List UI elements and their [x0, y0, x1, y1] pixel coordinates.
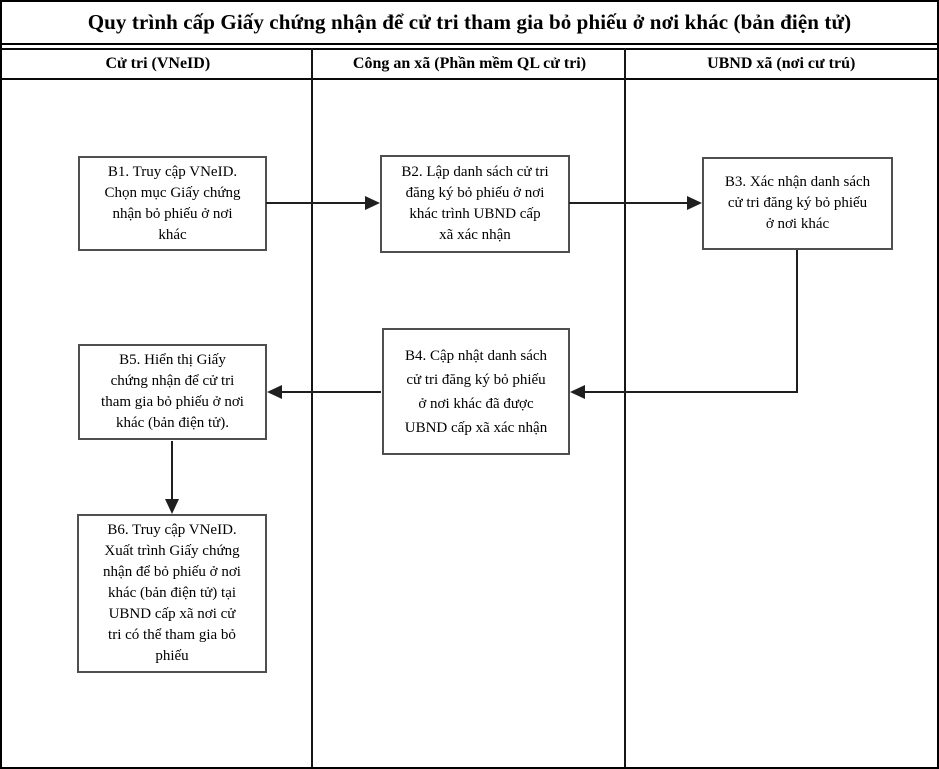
diagram-title: Quy trình cấp Giấy chứng nhận để cử tri … — [2, 2, 937, 45]
lane-divider-1 — [311, 48, 313, 767]
process-box-b5: B5. Hiển thị Giấy chứng nhận để cử tri t… — [78, 344, 267, 440]
lane-divider-2 — [624, 48, 626, 767]
process-box-b2: B2. Lập danh sách cử tri đăng ký bỏ phiế… — [380, 155, 570, 253]
lane-header-row: Cử tri (VNeID) Công an xã (Phần mềm QL c… — [2, 48, 937, 80]
lane-header-cong-an-xa: Công an xã (Phần mềm QL cử tri) — [352, 55, 587, 72]
lane-header-cu-tri: Cử tri (VNeID) — [105, 55, 211, 72]
process-box-b6: B6. Truy cập VNeID. Xuất trình Giấy chứn… — [77, 514, 267, 673]
lane-header-ubnd-xa: UBND xã (nơi cư trú) — [707, 55, 856, 72]
process-box-b3: B3. Xác nhận danh sách cử tri đăng ký bỏ… — [702, 157, 893, 250]
process-box-b4: B4. Cập nhật danh sách cử tri đăng ký bỏ… — [382, 328, 570, 455]
process-box-b1: B1. Truy cập VNeID. Chọn mục Giấy chứng … — [78, 156, 267, 251]
